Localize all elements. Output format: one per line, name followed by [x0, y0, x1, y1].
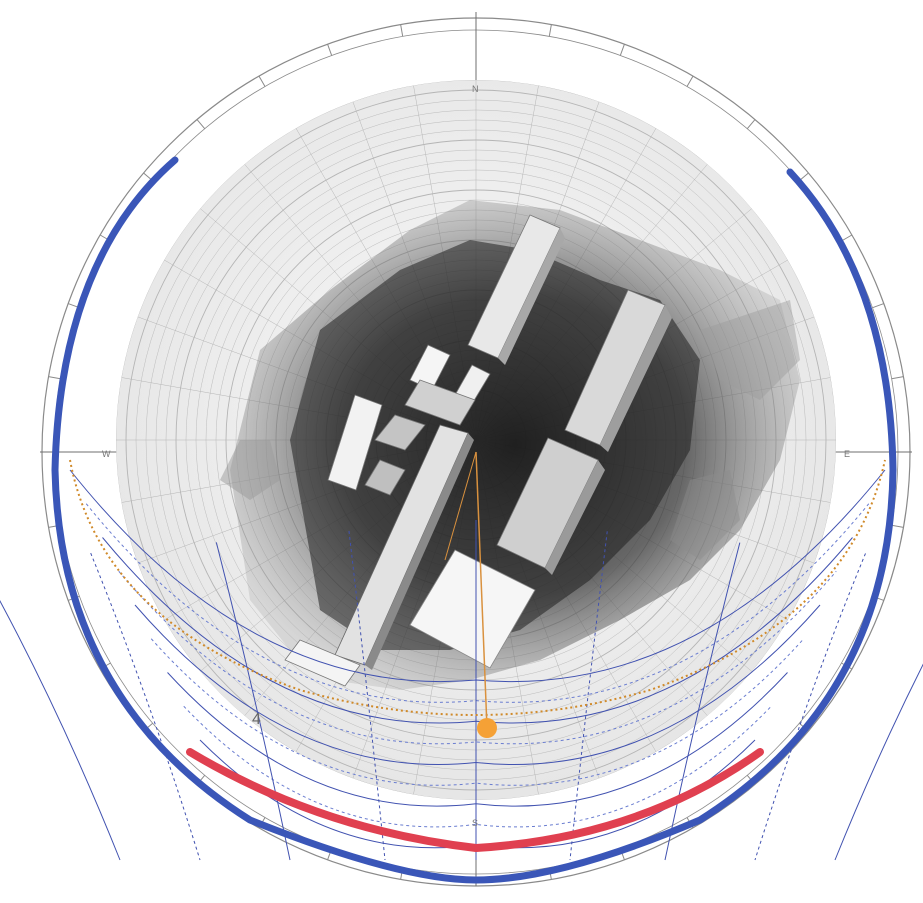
block-left-a	[327, 394, 383, 491]
ring-tick	[841, 234, 853, 242]
block-left-e	[374, 414, 426, 451]
winter-solstice-arc	[186, 748, 764, 853]
ring-tick	[48, 376, 61, 380]
ring-tick	[196, 119, 206, 130]
sun-path-date-curve	[118, 570, 837, 745]
sun-path-hour-curve	[754, 553, 866, 861]
sun-path-hour-curve	[348, 530, 386, 861]
ring-tick	[619, 44, 625, 56]
block-left-d	[404, 379, 476, 426]
stray-mark: 4	[252, 711, 261, 728]
sun-path-hour-curve	[569, 531, 608, 861]
sun-path-hour-curve	[90, 552, 201, 861]
sun-path-date-curve	[150, 638, 805, 786]
sun-path-hour-curve	[0, 600, 121, 861]
ring-tick	[872, 303, 884, 309]
sun-ray	[475, 451, 488, 729]
compass-west-label: W	[102, 449, 111, 459]
building-blocks	[284, 214, 672, 687]
ring-tick	[891, 524, 904, 528]
summer-solstice-arc	[51, 156, 897, 884]
ring-tick	[548, 24, 552, 37]
sun-ray-secondary	[444, 451, 477, 561]
sun-position-marker	[477, 718, 497, 738]
block-left-f	[364, 459, 406, 496]
ring-tick	[746, 119, 756, 130]
ring-tick	[327, 44, 333, 56]
sun-path-hour-curve	[215, 542, 291, 861]
equinox-arc	[69, 459, 886, 716]
ring-tick	[400, 24, 404, 37]
sun-path-hour-curve	[664, 542, 741, 861]
compass-south-label: S	[472, 818, 478, 828]
ring-tick	[686, 75, 694, 87]
ring-tick	[891, 376, 904, 380]
block-square	[409, 549, 536, 669]
compass-east-label: E	[844, 449, 850, 459]
ring-tick	[258, 75, 266, 87]
compass-north-label: N	[472, 84, 479, 94]
sun-path-hour-curve	[834, 663, 923, 861]
